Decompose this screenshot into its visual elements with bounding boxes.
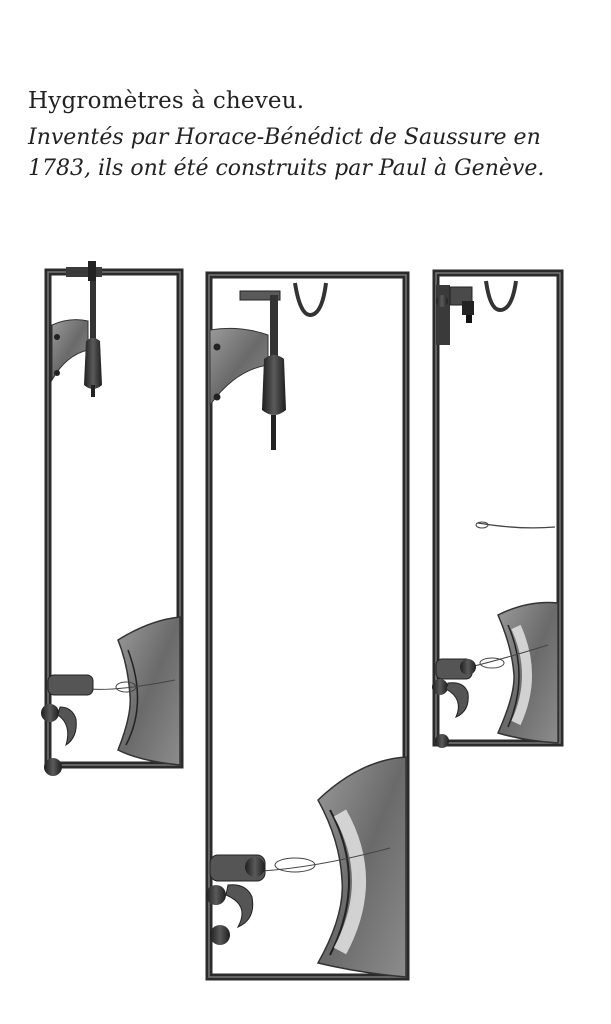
hygrometer-middle xyxy=(205,271,410,981)
hygrometer-left xyxy=(41,261,184,776)
caption-text: Inventés par Horace-Bénédict de Saussure… xyxy=(28,125,545,181)
caption: Hygromètres à cheveu. Inventés par Horac… xyxy=(28,84,588,184)
caption-title: Hygromètres à cheveu. xyxy=(28,88,305,114)
hygrometers-illustration xyxy=(41,261,564,981)
hygrometer-right xyxy=(432,269,564,748)
hygrometers-photograph xyxy=(0,255,611,1000)
